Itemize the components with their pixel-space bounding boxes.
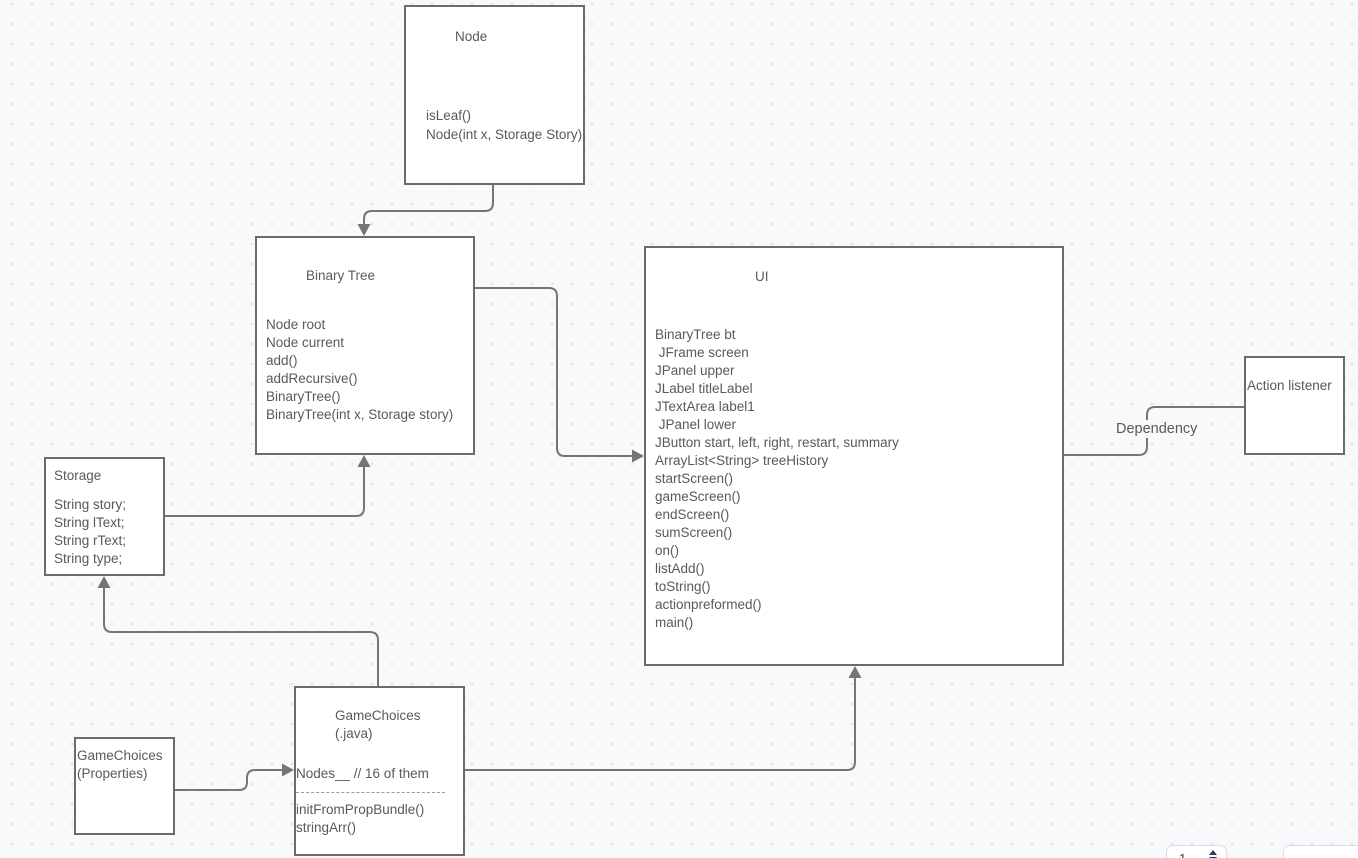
class-box-gamechoices-properties[interactable]: GameChoices (Properties) bbox=[74, 737, 175, 835]
text-line: toString() bbox=[655, 579, 711, 594]
page-number-value: 1 bbox=[1179, 851, 1186, 858]
text-line: JFrame screen bbox=[655, 345, 749, 360]
box-title: UI bbox=[755, 269, 769, 284]
text-line: listAdd() bbox=[655, 561, 705, 576]
arrowhead-down bbox=[357, 224, 371, 236]
text-line: gameScreen() bbox=[655, 489, 741, 504]
text-line: sumScreen() bbox=[655, 525, 733, 540]
text-line: Node current bbox=[266, 335, 345, 350]
text-line: main() bbox=[655, 615, 694, 630]
box-title: Node bbox=[455, 29, 488, 44]
text-line: JButton start, left, right, restart, sum… bbox=[655, 435, 899, 450]
class-box-node[interactable]: Node isLeaf() Node(int x, Storage Story) bbox=[404, 5, 585, 185]
text-line: JLabel titleLabel bbox=[655, 381, 753, 396]
edge-node-to-binarytree[interactable] bbox=[363, 185, 494, 226]
text-line: on() bbox=[655, 543, 680, 558]
field-line: Nodes__ // 16 of them bbox=[296, 766, 429, 781]
box-body: initFromPropBundle() stringArr() bbox=[296, 801, 424, 837]
text-line: Node(int x, Storage Story) bbox=[426, 127, 583, 142]
text-line: String type; bbox=[54, 551, 123, 566]
edge-binarytree-to-ui[interactable] bbox=[475, 287, 634, 457]
text-line: stringArr() bbox=[296, 820, 356, 835]
edge-gamechoicesjava-to-storage[interactable] bbox=[103, 587, 379, 686]
text-line: BinaryTree bt bbox=[655, 327, 736, 342]
stepper-up-down-icon[interactable] bbox=[1207, 850, 1219, 858]
class-box-storage[interactable]: Storage String story;String lText;String… bbox=[44, 457, 165, 576]
box-title: Binary Tree bbox=[306, 268, 376, 283]
box-body: isLeaf() Node(int x, Storage Story) bbox=[426, 106, 582, 144]
text-line: ArrayList<String> treeHistory bbox=[655, 453, 829, 468]
class-box-gamechoices-java[interactable]: GameChoices (.java) Nodes__ // 16 of the… bbox=[294, 686, 465, 856]
text-line: add() bbox=[266, 353, 298, 368]
text-line: String rText; bbox=[54, 533, 127, 548]
page-number-stepper[interactable]: 1 bbox=[1166, 845, 1227, 858]
text-line: String lText; bbox=[54, 515, 125, 530]
text-line: startScreen() bbox=[655, 471, 734, 486]
arrowhead-right bbox=[282, 763, 294, 777]
box-title: Action listener bbox=[1247, 378, 1332, 393]
box-title: GameChoices (Properties) bbox=[77, 748, 163, 781]
arrowhead-up bbox=[97, 576, 111, 588]
edge-gamechoicesjava-to-ui[interactable] bbox=[465, 677, 856, 771]
text-line: String story; bbox=[54, 497, 127, 512]
text-line: actionpreformed() bbox=[655, 597, 762, 612]
text-line: BinaryTree(int x, Storage story) bbox=[266, 407, 454, 422]
arrowhead-right bbox=[632, 449, 644, 463]
text-line: JPanel upper bbox=[655, 363, 735, 378]
bottom-toolbar[interactable] bbox=[1283, 845, 1358, 858]
edge-gamechoicesprops-to-gamechoicesjava[interactable] bbox=[175, 769, 284, 791]
arrowhead-up bbox=[357, 455, 371, 467]
arrowhead-up bbox=[848, 666, 862, 678]
text-line: Node root bbox=[266, 317, 326, 332]
text-line: JPanel lower bbox=[655, 417, 737, 432]
edge-label-dependency[interactable]: Dependency bbox=[1111, 420, 1203, 438]
box-title: GameChoices (.java) bbox=[335, 708, 421, 741]
text-line: isLeaf() bbox=[426, 108, 472, 123]
text-line: initFromPropBundle() bbox=[296, 802, 425, 817]
edge-storage-to-binarytree[interactable] bbox=[165, 466, 365, 517]
text-line: endScreen() bbox=[655, 507, 730, 522]
box-body: String story; String lText; String rText; S… bbox=[54, 496, 126, 568]
text-line: JTextArea label1 bbox=[655, 399, 755, 414]
member-divider bbox=[296, 792, 445, 793]
text-line: BinaryTree() bbox=[266, 389, 341, 404]
box-title: Storage bbox=[54, 468, 102, 483]
text-line: addRecursive() bbox=[266, 371, 358, 386]
class-box-action-listener[interactable]: Action listener bbox=[1244, 356, 1345, 455]
